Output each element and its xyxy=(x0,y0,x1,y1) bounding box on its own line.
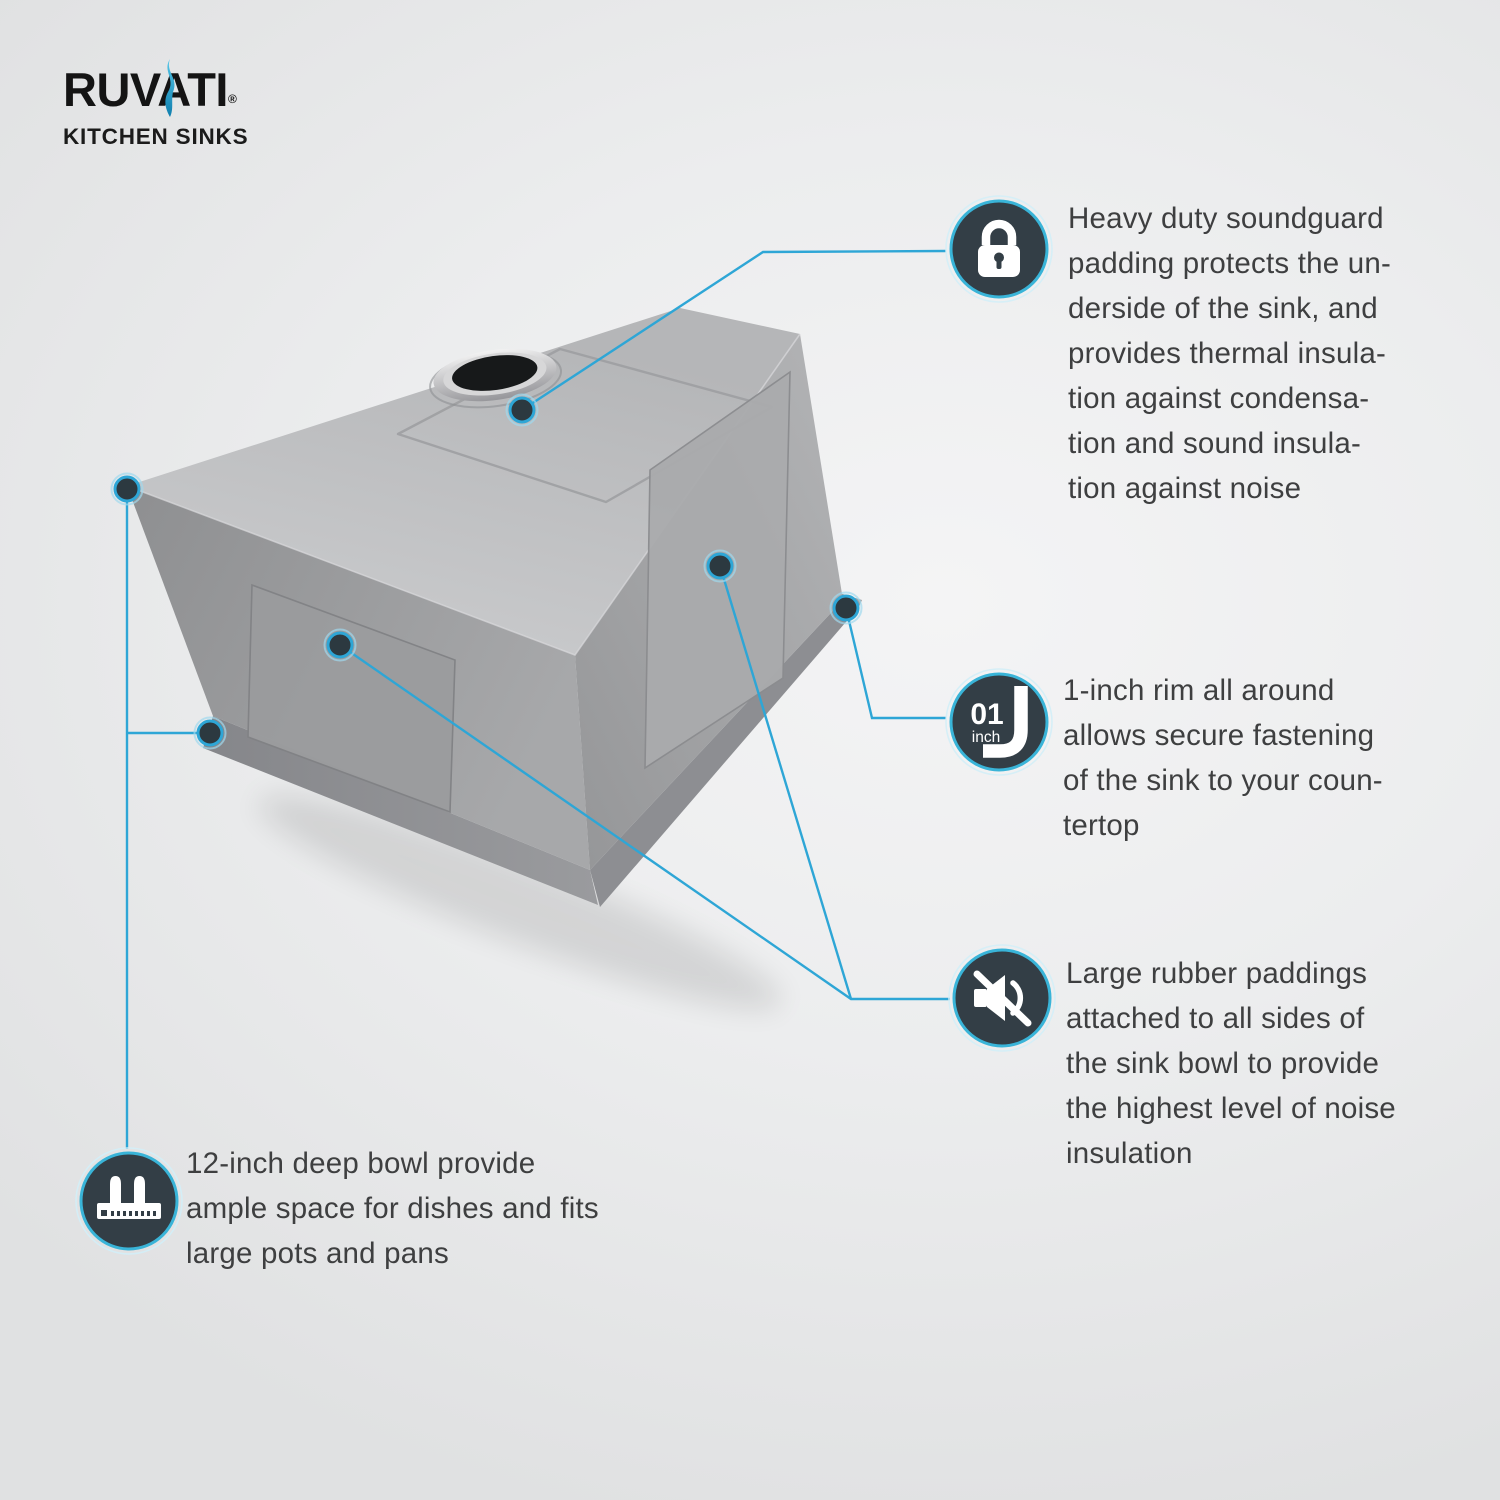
sound-mute-icon xyxy=(948,944,1056,1052)
sink-rim-left xyxy=(203,716,598,905)
callout-text-soundguard: Heavy duty soundguard padding protects t… xyxy=(1068,202,1391,505)
sink-rim-right xyxy=(590,600,858,907)
brand-name-text: RUVATI xyxy=(63,63,228,116)
connector-line-rightpad-to-mute xyxy=(718,565,853,1000)
lock-icon xyxy=(945,195,1053,303)
one-inch-rim-icon: 01 inch xyxy=(945,668,1053,776)
callout-text-deep-bowl: 12-inch deep bowl provide ample space fo… xyxy=(186,1147,599,1270)
sink-shadow xyxy=(258,794,782,1010)
connector-line-rim-to-inch xyxy=(844,607,946,720)
callout-text-rubber-paddings: Large rubber paddings attached to all si… xyxy=(1066,957,1396,1170)
flame-icon xyxy=(165,59,175,117)
depth-ruler-icon xyxy=(75,1147,183,1255)
sink-drain-hole xyxy=(429,348,563,409)
brand-wordmark: RUVATI® xyxy=(63,59,237,123)
sink-left-rubber-pad xyxy=(247,583,456,814)
marker-dot-right-pad xyxy=(703,549,737,583)
callout-text-one-inch-rim: 1-inch rim all around allows secure fast… xyxy=(1063,674,1383,842)
sink-top-face xyxy=(127,308,800,655)
marker-dot-corner xyxy=(110,472,144,506)
one-inch-badge-number: 01 xyxy=(970,698,1003,731)
one-inch-badge-unit: inch xyxy=(972,729,1000,746)
sink-body xyxy=(126,308,862,907)
connector-line-drain-to-lock xyxy=(521,249,947,412)
registered-trademark: ® xyxy=(227,92,237,106)
marker-dot-drain xyxy=(505,393,539,427)
marker-dot-left-pad xyxy=(323,628,357,662)
marker-dot-rim-right xyxy=(829,591,863,625)
marker-dots xyxy=(110,393,863,750)
connector-lines xyxy=(125,249,950,1149)
brand-logo: RUVATI® KITCHEN SINKS xyxy=(63,59,249,150)
marker-dot-rim-left xyxy=(193,716,227,750)
brand-tagline: KITCHEN SINKS xyxy=(63,124,249,149)
